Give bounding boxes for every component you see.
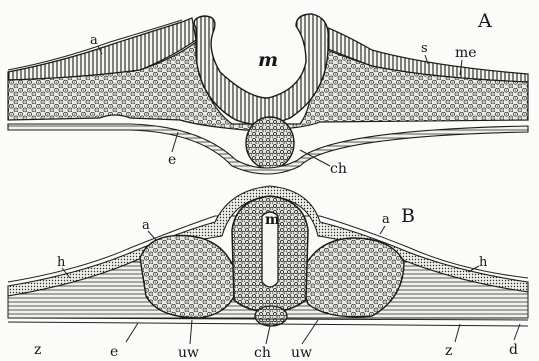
a-label-ch: ch: [330, 161, 347, 177]
b-chorda: [255, 306, 287, 326]
b-leader-uw-right: [302, 320, 318, 344]
b-label-h-right: h: [479, 255, 488, 270]
b-leader-z-right: [455, 324, 460, 342]
b-panel-label: B: [401, 205, 415, 227]
a-label-m: m: [258, 49, 278, 71]
b-label-uw-left: uw: [178, 345, 199, 361]
b-label-a-right: a: [382, 212, 390, 227]
b-leader-a-left: [148, 231, 156, 240]
b-label-uw-right: uw: [291, 345, 312, 361]
a-chorda: [246, 117, 294, 169]
b-label-h-left: h: [57, 255, 66, 270]
a-label-me: me: [455, 45, 477, 61]
figure-b: B a a m h h z e uw ch uw z d: [8, 186, 528, 361]
b-label-m: m: [265, 212, 280, 228]
b-label-a-left: a: [142, 218, 150, 233]
a-label-s: s: [421, 41, 428, 56]
a-label-e: e: [168, 152, 176, 168]
a-label-a: a: [90, 33, 98, 48]
b-label-ch: ch: [254, 345, 271, 361]
b-label-e: e: [110, 344, 118, 360]
figure-a: a m s me e ch A: [8, 10, 528, 177]
b-label-d: d: [509, 342, 518, 358]
a-panel-label: A: [477, 10, 492, 32]
b-leader-h-right: [468, 266, 479, 272]
b-label-z-right: z: [445, 343, 452, 359]
b-label-z-left: z: [34, 342, 41, 358]
b-leader-ch: [266, 326, 270, 344]
b-leader-e: [126, 323, 138, 342]
b-somite-left: [140, 235, 238, 318]
b-leader-a-right: [380, 226, 385, 234]
